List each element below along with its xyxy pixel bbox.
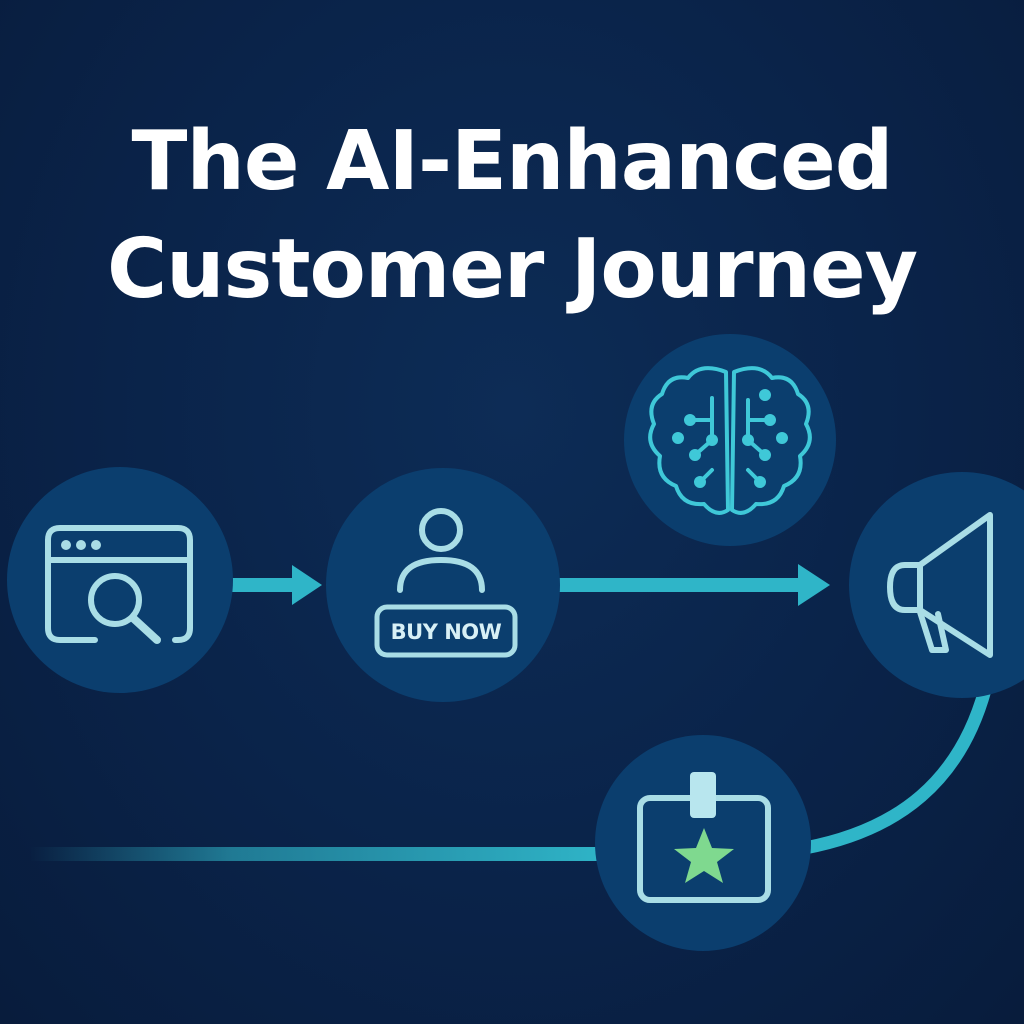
- user-icon: [397, 508, 485, 593]
- step-circle-search: [7, 467, 233, 693]
- connector-4: [30, 847, 610, 861]
- title-line-1: The AI-Enhanced: [131, 114, 894, 209]
- title-line-2: Customer Journey: [106, 222, 918, 317]
- step-circle-purchase: [326, 468, 560, 702]
- megaphone-icon: [887, 512, 993, 658]
- connector-3: [798, 683, 992, 855]
- badge-star-icon: [637, 772, 771, 903]
- brain-circuit-icon: [648, 366, 812, 515]
- step-circle-promotion: [849, 472, 1024, 698]
- buy-now-button[interactable]: BUY NOW: [374, 604, 518, 658]
- diagram-title: The AI-Enhanced Customer Journey: [0, 108, 1024, 324]
- buy-now-label: BUY NOW: [391, 620, 502, 644]
- connector-2: [555, 564, 830, 606]
- browser-search-icon: [45, 525, 193, 644]
- step-circle-ai: [624, 334, 836, 546]
- connector-1: [228, 565, 322, 605]
